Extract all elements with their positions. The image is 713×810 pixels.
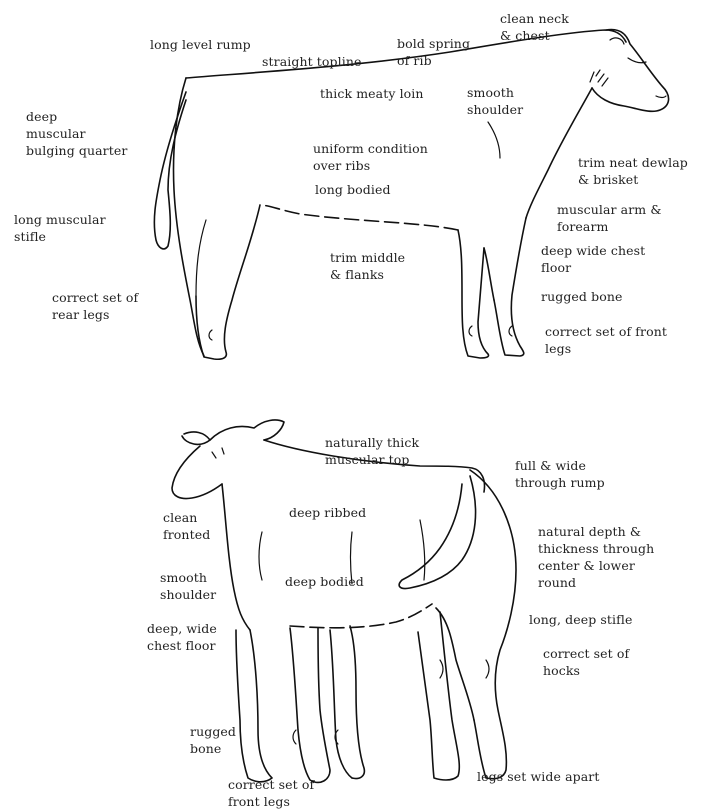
label-legs-wide-apart: legs set wide apart xyxy=(477,768,599,785)
label-long-deep-stifle: long, deep stifle xyxy=(529,611,632,628)
label-bold-spring-of-rib: bold spring of rib xyxy=(397,35,470,69)
label-deep-muscular-quarter: deep muscular bulging quarter xyxy=(26,108,127,159)
label-long-muscular-stifle: long muscular stifle xyxy=(14,211,106,245)
label-correct-front-legs-side: correct set of front legs xyxy=(545,323,667,357)
label-thick-meaty-loin: thick meaty loin xyxy=(320,85,424,102)
label-uniform-condition: uniform condition over ribs xyxy=(313,140,428,174)
label-deep-wide-chest-floor-side: deep wide chest floor xyxy=(541,242,645,276)
label-full-wide-rump: full & wide through rump xyxy=(515,457,605,491)
label-smooth-shoulder-rear: smooth shoulder xyxy=(160,569,216,603)
label-straight-topline: straight topline xyxy=(262,53,362,70)
label-long-level-rump: long level rump xyxy=(150,36,251,53)
label-muscular-arm: muscular arm & forearm xyxy=(557,201,662,235)
label-clean-neck-chest: clean neck & chest xyxy=(500,10,569,44)
label-rugged-bone-rear: rugged bone xyxy=(190,723,236,757)
label-rugged-bone-side: rugged bone xyxy=(541,288,622,305)
label-smooth-shoulder-side: smooth shoulder xyxy=(467,84,523,118)
label-deep-wide-chest-floor-rear: deep, wide chest floor xyxy=(147,620,217,654)
label-naturally-thick: naturally thick muscular top xyxy=(325,434,419,468)
label-correct-rear-legs: correct set of rear legs xyxy=(52,289,138,323)
label-trim-middle: trim middle & flanks xyxy=(330,249,405,283)
label-deep-bodied: deep bodied xyxy=(285,573,364,590)
label-correct-hocks: correct set of hocks xyxy=(543,645,629,679)
label-natural-depth: natural depth & thickness through center… xyxy=(538,523,654,591)
label-long-bodied: long bodied xyxy=(315,181,391,198)
label-trim-dewlap: trim neat dewlap & brisket xyxy=(578,154,688,188)
label-deep-ribbed: deep ribbed xyxy=(289,504,366,521)
label-clean-fronted: clean fronted xyxy=(163,509,210,543)
label-correct-front-legs-rear: correct set of front legs xyxy=(228,776,314,810)
